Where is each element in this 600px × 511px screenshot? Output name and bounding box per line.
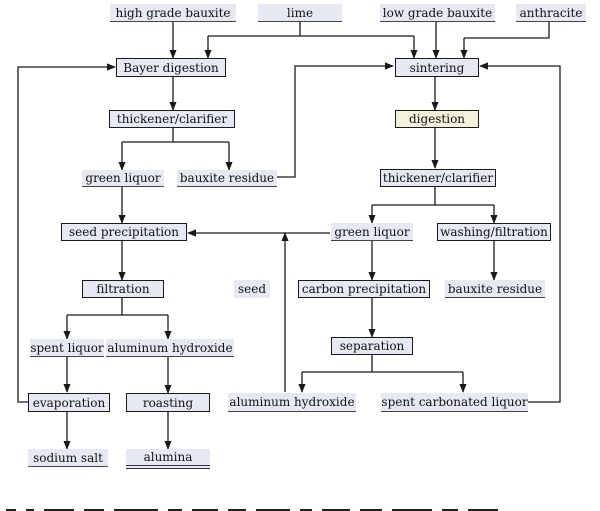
node-bauxite-residue-left: bauxite residue — [177, 170, 277, 187]
node-carbon-precipitation: carbon precipitation — [298, 280, 430, 298]
node-lime: lime — [258, 4, 342, 22]
node-washing-filtration: washing/filtration — [437, 223, 551, 241]
node-thickener-clarifier-left: thickener/clarifier — [109, 110, 235, 128]
node-green-liquor-left: green liquor — [82, 170, 164, 187]
node-alumina: alumina — [126, 449, 210, 469]
node-seed: seed — [234, 280, 270, 298]
node-spent-carbonated-liquor: spent carbonated liquor — [381, 393, 528, 412]
node-high-grade-bauxite: high grade bauxite — [110, 4, 236, 22]
node-low-grade-bauxite: low grade bauxite — [380, 4, 495, 22]
line-anthracite — [464, 22, 550, 39]
arrow-evaporation-to-bayer — [17, 63, 116, 403]
node-seed-precipitation: seed precipitation — [61, 223, 187, 241]
node-anthracite: anthracite — [516, 4, 586, 22]
node-aluminum-hydroxide-left: aluminum hydroxide — [106, 339, 234, 357]
arrow-residue-to-sintering — [277, 62, 394, 178]
node-roasting: roasting — [126, 393, 210, 412]
node-filtration: filtration — [82, 280, 164, 298]
arrow-spentcarbonated-to-sintering — [479, 62, 561, 403]
cropped-caption-strip — [0, 500, 600, 511]
node-spent-liquor: spent liquor — [30, 339, 104, 357]
node-aluminum-hydroxide-right: aluminum hydroxide — [228, 393, 356, 412]
node-bauxite-residue-right: bauxite residue — [445, 280, 545, 298]
node-green-liquor-right: green liquor — [331, 223, 413, 241]
node-thickener-clarifier-right: thickener/clarifier — [380, 169, 496, 187]
node-digestion: digestion — [395, 110, 479, 128]
node-evaporation: evaporation — [28, 393, 110, 412]
node-sintering: sintering — [395, 58, 479, 77]
node-bayer-digestion: Bayer digestion — [116, 58, 226, 77]
node-separation: separation — [331, 337, 413, 355]
node-sodium-salt: sodium salt — [28, 449, 108, 467]
